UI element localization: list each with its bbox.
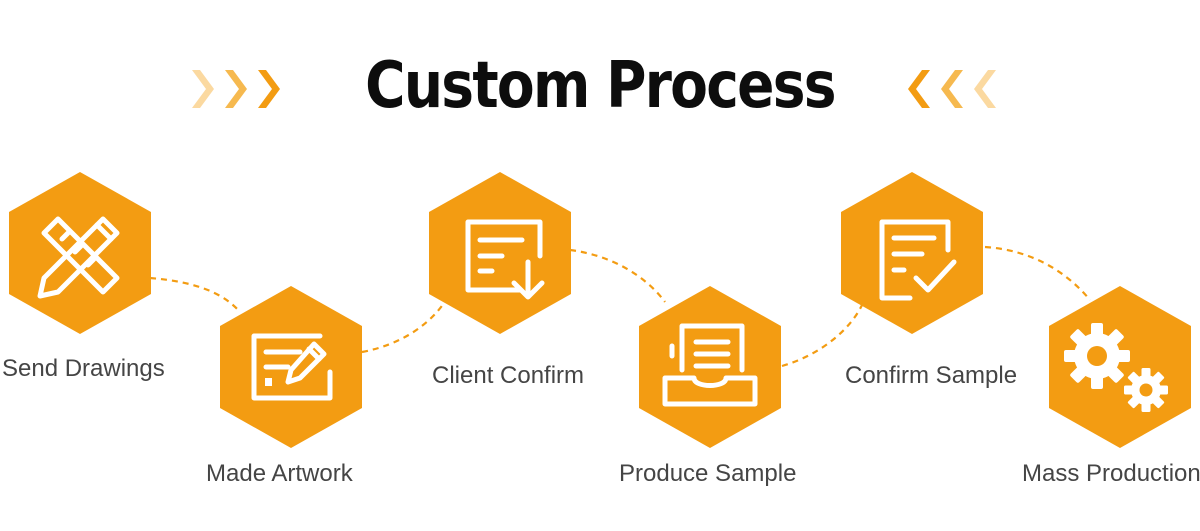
gears-icon: [1064, 323, 1168, 412]
step-produce-sample: [639, 286, 781, 448]
hexagon: [429, 172, 571, 334]
step-label-produce-sample: Produce Sample: [619, 460, 797, 487]
artwork-pencil-icon: [251, 333, 333, 401]
step-label-mass-production: Mass Production: [1022, 460, 1200, 487]
chevron-left-icon: [908, 70, 930, 108]
chevron-left-icon: [941, 70, 963, 108]
step-label-made-artwork: Made Artwork: [206, 460, 353, 487]
hexagon: [1049, 286, 1191, 448]
step-made-artwork: [220, 286, 362, 448]
step-label-confirm-sample: Confirm Sample: [845, 362, 1018, 389]
step-send-drawings: [9, 172, 151, 334]
connector-4-5: [781, 304, 863, 368]
page-title: Custom Process: [365, 49, 836, 123]
step-label-client-confirm: Client Confirm: [432, 362, 585, 389]
chevrons-right-decoration: [908, 70, 996, 108]
connector-3-4: [569, 248, 666, 303]
connectors: [149, 245, 1091, 368]
hexagon: [9, 172, 151, 334]
step-client-confirm: [429, 172, 571, 334]
step-mass-production: [1049, 286, 1191, 448]
connector-2-3: [361, 299, 447, 354]
document-download-icon: [465, 219, 545, 300]
step-confirm-sample: [841, 172, 983, 334]
document-tray-icon: [662, 323, 758, 407]
ruler-pencil-icon: [37, 216, 120, 299]
step-label-send-drawings: Send Drawings: [2, 355, 165, 382]
chevron-left-icon: [974, 70, 996, 108]
chevron-right-icon: [225, 70, 247, 108]
chevrons-left-decoration: [192, 70, 280, 108]
connector-5-6: [984, 245, 1091, 301]
document-check-icon: [879, 219, 957, 301]
chevron-right-icon: [192, 70, 214, 108]
connector-1-2: [149, 276, 241, 313]
chevron-right-icon: [258, 70, 280, 108]
